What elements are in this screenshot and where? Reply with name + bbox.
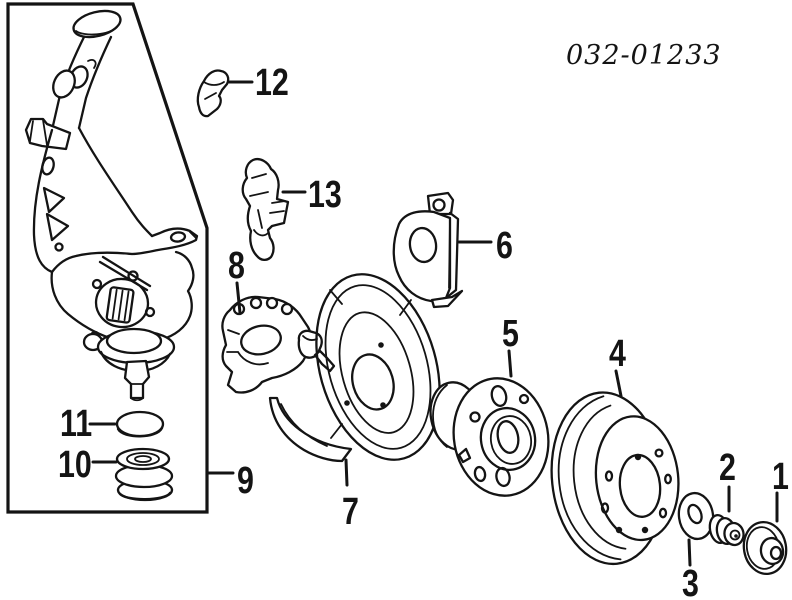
callout-2-label: 2: [719, 447, 736, 489]
leader-7: [344, 458, 349, 487]
part-8-bracket-drawing: [221, 295, 336, 394]
callout-1-label: 1: [772, 456, 789, 498]
part-9-steering-knuckle-drawing: [24, 9, 199, 402]
callout-4-label: 4: [609, 333, 626, 375]
callout-12-label: 12: [255, 62, 289, 104]
leader-4: [614, 369, 623, 398]
part-2-nut-drawing: [708, 513, 745, 547]
part-4-rotor-drawing: [550, 391, 680, 566]
part-6-bracket-plate-drawing: [392, 191, 464, 309]
part-13-retainer-drawing: [241, 158, 290, 262]
leader-3: [687, 538, 692, 567]
callout-3-label: 3: [682, 563, 699, 600]
part-12-clip-drawing: [196, 69, 230, 118]
callout-11-label: 11: [60, 403, 92, 445]
callout-leader-lines: [88, 80, 779, 567]
leader-5: [507, 349, 513, 378]
callout-13-label: 13: [308, 174, 342, 216]
callout-8-label: 8: [228, 245, 245, 287]
callout-6-label: 6: [496, 225, 513, 267]
knuckle-assembly-box: [6, 2, 209, 514]
callout-labels: 1 2 3 4 5 6 7 8 9 10 11 12 13: [58, 62, 789, 600]
callout-5-label: 5: [502, 313, 519, 355]
leader-8: [235, 281, 242, 315]
part-3-washer-drawing: [677, 491, 715, 541]
part-5-hub-drawing: [429, 377, 550, 497]
callout-9-label: 9: [237, 460, 254, 502]
part-11-dust-cover-drawing: [115, 410, 165, 438]
callout-7-label: 7: [342, 491, 359, 533]
part-7-splash-shield-drawing: [268, 273, 441, 463]
diagram-code-text: 032-01233: [566, 40, 722, 71]
part-1-cap-drawing: [742, 520, 788, 576]
part-10-boot-drawing: [114, 447, 174, 502]
callout-10-label: 10: [58, 444, 92, 486]
